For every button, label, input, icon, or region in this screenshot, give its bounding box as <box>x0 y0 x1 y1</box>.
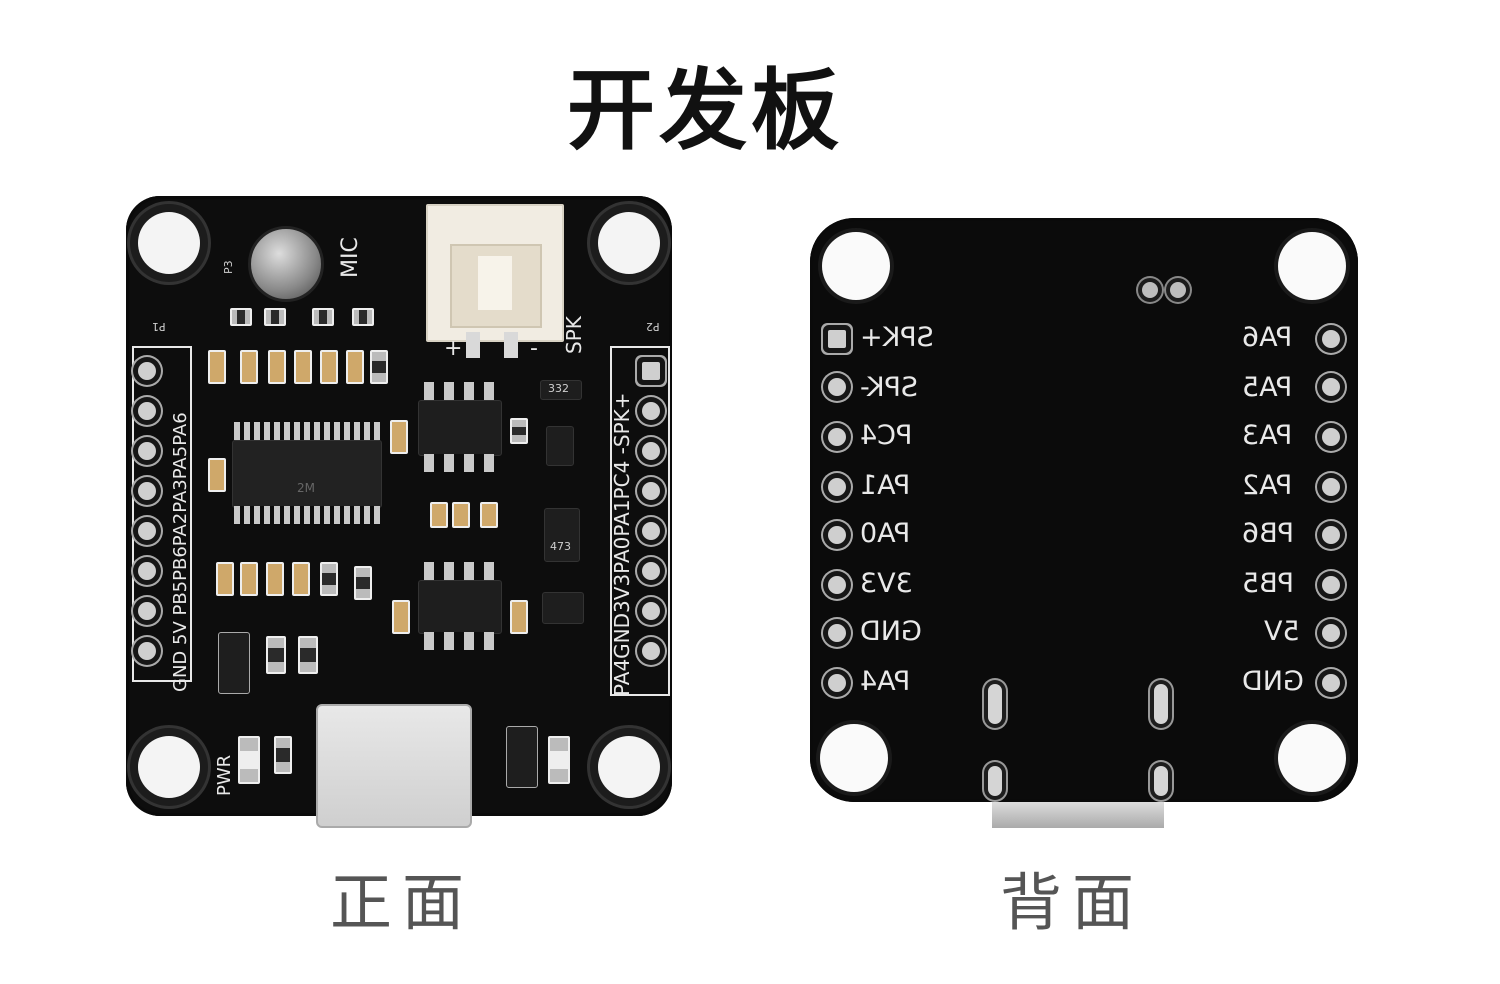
usb-slot <box>988 684 1002 724</box>
pin-3v3 <box>828 576 846 594</box>
mounting-hole <box>1278 232 1346 300</box>
speaker-connector <box>426 204 564 342</box>
pin-label: PA5 <box>1242 372 1293 403</box>
p2-label: P2 <box>646 320 660 333</box>
usb-slot <box>988 766 1002 796</box>
mounting-hole <box>820 724 888 792</box>
usb-c-port <box>316 704 472 828</box>
pin-spk-plus <box>828 330 846 348</box>
pin-label: PA0 <box>860 518 911 549</box>
header-pin <box>138 602 156 620</box>
chip-u3 <box>418 400 502 456</box>
pin-label: PA1 <box>860 470 911 501</box>
pin-label: SPK- <box>860 372 919 403</box>
header-pin <box>138 522 156 540</box>
pin-label: 5V <box>1264 616 1300 647</box>
front-board-image: MIC P3 SPK + - GND 5V PB5PB6PA2PA3PA5PA6… <box>126 196 672 828</box>
pin-label: GND <box>1242 666 1304 697</box>
pin-pb5 <box>1322 576 1340 594</box>
mounting-hole <box>598 736 660 798</box>
pin-pa6 <box>1322 330 1340 348</box>
pin-pa1 <box>828 478 846 496</box>
usb-slot <box>1154 766 1168 796</box>
right-header-label: PA4GND3V3PA0PA1PC4 -SPK+ <box>610 392 634 696</box>
pin-label: SPK+ <box>860 322 934 353</box>
header-pin <box>642 642 660 660</box>
right-header-frame <box>610 346 670 696</box>
header-pin <box>642 402 660 420</box>
microphone <box>248 226 324 302</box>
mounting-hole <box>1278 724 1346 792</box>
usb-c-port-back <box>992 802 1164 828</box>
pin-label: PA4 <box>860 666 911 697</box>
mounting-hole <box>138 212 200 274</box>
mounting-hole <box>598 212 660 274</box>
pin-label: PC4 <box>860 420 913 451</box>
plus-mark: + <box>444 336 463 361</box>
chip-u2 <box>418 580 502 634</box>
pin-spk-minus <box>828 378 846 396</box>
header-pin <box>138 442 156 460</box>
spk-label: SPK <box>562 316 586 354</box>
header-pin <box>138 562 156 580</box>
usb-slot <box>1154 684 1168 724</box>
pin-label: PA3 <box>1242 420 1293 451</box>
mounting-hole <box>822 232 890 300</box>
header-pin <box>642 482 660 500</box>
p3-label: P3 <box>222 260 235 274</box>
header-pin <box>642 442 660 460</box>
header-pin <box>642 602 660 620</box>
header-pin <box>642 362 660 380</box>
minus-mark: - <box>530 336 538 361</box>
left-header-frame <box>132 346 192 682</box>
marking-332: 332 <box>548 382 569 395</box>
header-pin <box>642 522 660 540</box>
pin-label: PA6 <box>1242 322 1293 353</box>
caption-front: 正面 <box>330 866 475 939</box>
pin-label: 3V3 <box>860 568 913 599</box>
header-pin <box>138 362 156 380</box>
pin-label: PB5 <box>1242 568 1294 599</box>
pin-gnd-left <box>828 624 846 642</box>
mounting-hole <box>138 736 200 798</box>
page-title: 开发板 <box>566 59 843 162</box>
pin-gnd-right <box>1322 674 1340 692</box>
pin-pa3 <box>1322 428 1340 446</box>
marking-473: 473 <box>550 540 571 553</box>
back-board-image: SPK+ SPK- PC4 PA1 PA0 3V3 GND PA4 PA6 PA… <box>810 218 1358 802</box>
pin-label: GND <box>860 616 922 647</box>
header-pin <box>642 562 660 580</box>
header-pin <box>138 642 156 660</box>
caption-back: 背面 <box>1000 866 1145 939</box>
pwr-label: PWR <box>214 754 235 796</box>
pin-label: PB6 <box>1242 518 1294 549</box>
pin-pc4 <box>828 428 846 446</box>
pin-pa5 <box>1322 378 1340 396</box>
mic-label: MIC <box>338 237 363 278</box>
p1-label: P1 <box>152 320 166 333</box>
pin-pa0 <box>828 526 846 544</box>
pin-pa4 <box>828 674 846 692</box>
left-header-label: GND 5V PB5PB6PA2PA3PA5PA6 <box>170 412 191 692</box>
pin-label: PA2 <box>1242 470 1293 501</box>
pin-pa2 <box>1322 478 1340 496</box>
chip-u1: 2M <box>232 440 382 508</box>
header-pin <box>138 482 156 500</box>
header-pin <box>138 402 156 420</box>
pin-5v <box>1322 624 1340 642</box>
chip-marking: 2M <box>297 481 315 495</box>
pin-pb6 <box>1322 526 1340 544</box>
